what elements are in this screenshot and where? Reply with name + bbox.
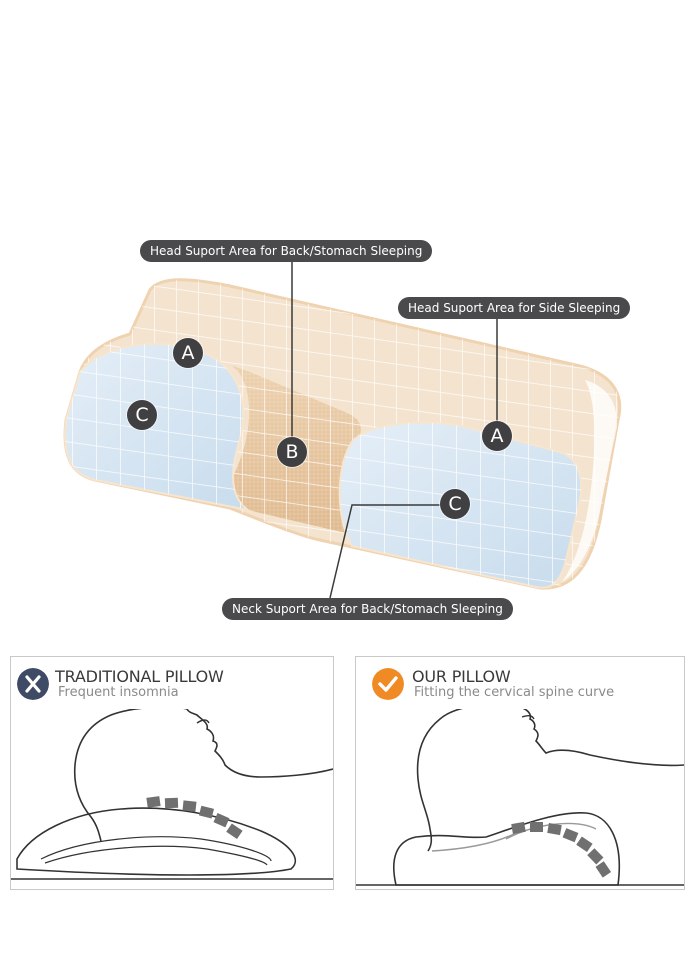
our-head-illustration [356, 709, 684, 886]
callout-back-stomach-head: Head Suport Area for Back/Stomach Sleepi… [140, 240, 433, 262]
pillow-illustration [63, 262, 622, 599]
zone-badge-c-left: C [127, 400, 157, 430]
traditional-pillow-title: TRADITIONAL PILLOW [55, 667, 224, 686]
our-pillow-title: OUR PILLOW [412, 667, 511, 686]
callout-back-stomach-neck: Neck Suport Area for Back/Stomach Sleepi… [222, 598, 513, 620]
callout-side-head: Head Suport Area for Side Sleeping [398, 297, 631, 319]
traditional-pillow-subtitle: Frequent insomnia [58, 685, 179, 700]
zone-badge-a-right: A [482, 421, 512, 451]
our-pillow-subtitle: Fitting the cervical spine curve [414, 685, 615, 700]
zone-badge-b-center: B [277, 437, 307, 467]
traditional-head-illustration [11, 709, 333, 880]
zone-badge-a-left: A [173, 338, 203, 368]
leader-line-c-right [329, 504, 440, 599]
zone-badge-c-right: C [440, 489, 470, 519]
traditional-pillow-panel: TRADITIONAL PILLOW Frequent insomnia [10, 656, 334, 890]
our-pillow-panel: OUR PILLOW Fitting the cervical spine cu… [355, 656, 685, 890]
x-icon [17, 668, 49, 700]
checkmark-icon [372, 668, 404, 700]
